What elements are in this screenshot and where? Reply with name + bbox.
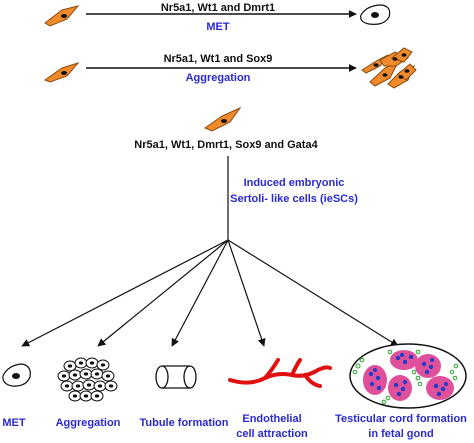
outcome-endothelial-label-line2: cell attraction bbox=[236, 428, 308, 440]
outcome-aggregation-label: Aggregation bbox=[56, 417, 121, 429]
row1-factors-label: Nr5a1, Wt1 and Dmrt1 bbox=[161, 2, 275, 14]
outcome-testicular-label-line1: Testicular cord formation bbox=[335, 413, 467, 425]
iesc-label-line1: Induced embryonic bbox=[244, 177, 345, 189]
met-epithelial-cell-icon bbox=[2, 363, 31, 387]
row1-process-label: MET bbox=[206, 21, 230, 33]
row2-fibroblast-cell-icon bbox=[43, 62, 80, 83]
row2-aggregated-fibroblasts-icon bbox=[361, 47, 417, 89]
row3-factors-label: Nr5a1, Wt1, Dmrt1, Sox9 and Gata4 bbox=[134, 139, 318, 151]
tubule-icon bbox=[155, 365, 197, 389]
row3-fibroblast-cell-icon bbox=[203, 106, 242, 132]
outcome-met-label: MET bbox=[2, 417, 26, 429]
row1-epithelial-cell-icon bbox=[360, 4, 391, 25]
endothelial-vessel-icon bbox=[228, 358, 332, 388]
fanout-arrows bbox=[21, 239, 399, 347]
testicular-cord-icon bbox=[349, 343, 467, 409]
iesc-label-line2: Sertoli- like cells (ieSCs) bbox=[230, 193, 358, 205]
outcome-endothelial-label-line1: Endothelial bbox=[242, 413, 301, 425]
outcome-testicular-label-line2: in fetal gond bbox=[368, 428, 433, 440]
row1-fibroblast-cell-icon bbox=[44, 5, 80, 27]
row2-process-label: Aggregation bbox=[186, 72, 251, 84]
outcome-tubule-label: Tubule formation bbox=[139, 417, 228, 429]
aggregated-cells-icon bbox=[57, 357, 118, 402]
row2-factors-label: Nr5a1, Wt1 and Sox9 bbox=[164, 53, 273, 65]
aggregated-cells-nuclei bbox=[61, 361, 114, 398]
